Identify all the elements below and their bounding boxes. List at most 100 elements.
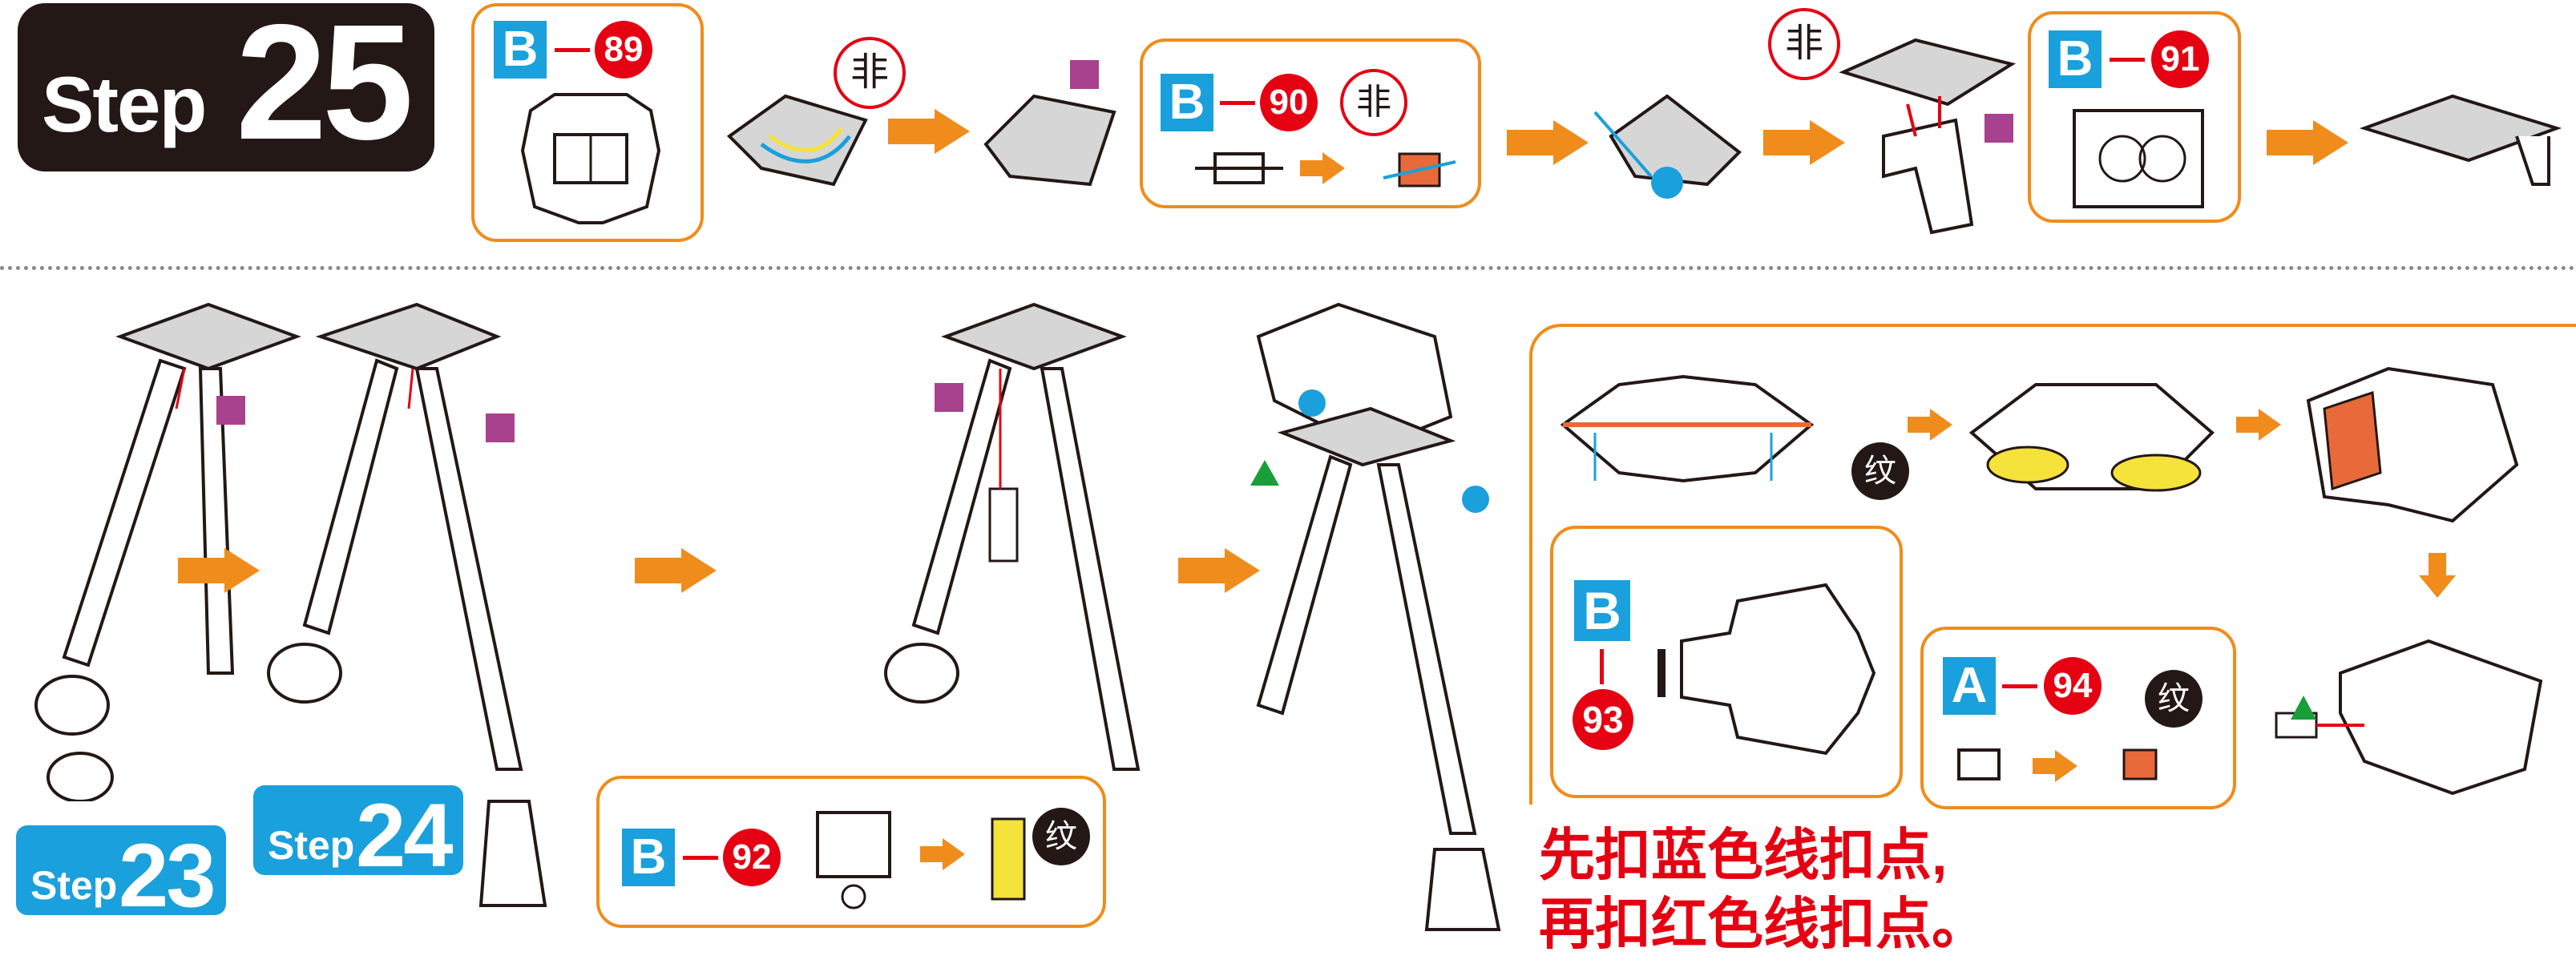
part-number-badge: 94 [2044, 657, 2102, 715]
part-number-badge: 90 [1260, 74, 1318, 131]
model-figure-3 [1593, 94, 1742, 187]
purple-square-marker [216, 396, 245, 425]
flow-arrow-2-head [1553, 120, 1589, 165]
flow-arrow-8-head [1930, 409, 1952, 441]
flow-arrow-4-head [2313, 120, 2348, 165]
part-sheet-letter: B [1574, 580, 1630, 641]
step-tag-word: Step [30, 863, 118, 908]
part-sheet-letter: A [1943, 657, 1996, 715]
part-sheet-letter: B [2049, 30, 2102, 88]
flow-arrow-3-shaft [1763, 130, 1811, 155]
part-number-badge: 89 [595, 21, 652, 79]
flow-arrow-6-shaft [635, 558, 683, 583]
part-92-outline [816, 811, 891, 909]
flow-arrow-8-shaft [1908, 417, 1932, 433]
part-number-badge: 92 [723, 829, 781, 886]
bipod-model-1 [34, 302, 301, 801]
callout-panel-b93: B 93 [1550, 526, 1903, 798]
no-glue-mark: 非 [1340, 69, 1407, 136]
section-divider [0, 266, 2576, 270]
connector-dash [1600, 649, 1604, 684]
instruction-line-1: 先扣蓝色线扣点, [1539, 824, 1948, 886]
flow-arrow-4-shaft [2267, 130, 2315, 155]
part-89-outline [520, 93, 661, 224]
part-94-folded [2122, 748, 2158, 780]
connector-dash [2110, 58, 2145, 62]
model-figure-1 [726, 94, 868, 187]
step-title-badge: Step 25 [18, 0, 434, 174]
step-23-tag: Step 23 [16, 825, 226, 926]
part-93-outline [1657, 583, 1876, 756]
flow-arrow-7-head [1225, 548, 1260, 593]
green-triangle-marker [1250, 460, 1279, 486]
callout-panel-b91: B 91 [2028, 11, 2241, 223]
flow-arrow-9-head [2259, 409, 2281, 441]
blue-dot-marker [1651, 167, 1683, 199]
part-sheet-letter: B [1161, 74, 1213, 131]
part-sheet-letter: B [494, 21, 547, 79]
part-90-assembled [1383, 152, 1456, 188]
step-title-word: Step [42, 60, 207, 148]
step-title-number: 25 [236, 0, 414, 174]
flow-arrow-head [943, 838, 965, 870]
green-triangle-marker [2291, 696, 2316, 720]
saddle-folded-part [1968, 383, 2215, 492]
purple-square-marker [486, 413, 515, 442]
purple-square-marker [1984, 114, 2013, 143]
model-figure-5 [2359, 94, 2562, 186]
saddle-assembled-part [2306, 366, 2519, 523]
part-number-badge: 91 [2151, 30, 2209, 88]
instruction-note: 先扣蓝色线扣点, 再扣红色线扣点。 [1539, 821, 1988, 958]
model-figure-4 [1839, 38, 2017, 235]
flow-arrow-1-shaft [888, 119, 936, 144]
flow-arrow-shaft [1300, 160, 1324, 176]
flow-arrow-head [1322, 152, 1345, 184]
blue-dot-marker [1462, 486, 1489, 513]
callout-panel-b92: B 92 纹 [596, 776, 1106, 928]
connector-dash [2002, 684, 2037, 688]
part-91-outline [2073, 109, 2204, 208]
callout-panel-b90: B 90 非 [1140, 38, 1481, 208]
connector-dash [1220, 101, 1255, 105]
flow-arrow-9-shaft [2236, 417, 2260, 433]
flow-arrow-3-head [1810, 120, 1845, 165]
flow-arrow-shaft [920, 846, 944, 862]
flow-arrow-7-shaft [1178, 558, 1226, 583]
flow-arrow-6-head [681, 548, 717, 593]
saddle-flat-part [1560, 374, 1815, 483]
step-tag-number: 23 [119, 825, 216, 926]
connector-dash [555, 48, 590, 52]
emboss-mark: 纹 [1032, 808, 1090, 865]
step-24-tag: Step 24 [253, 785, 463, 885]
flow-arrow-head [2055, 750, 2077, 782]
instruction-line-2: 再扣红色线扣点。 [1539, 893, 1988, 955]
part-sheet-letter: B [622, 829, 675, 886]
flow-arrow-shaft [2033, 758, 2057, 774]
flow-arrow-5-head [224, 548, 260, 593]
detail-frame [1529, 324, 2576, 805]
purple-square-marker [935, 383, 963, 412]
blue-dot-marker [1298, 389, 1326, 417]
part-number-badge: 93 [1573, 689, 1633, 750]
flow-arrow-5-shaft [178, 558, 226, 583]
flow-arrow-2-shaft [1507, 130, 1555, 155]
bipod-model-2 [267, 302, 547, 907]
no-glue-mark: 非 [834, 37, 906, 109]
step-tag-number: 24 [356, 785, 454, 885]
bipod-model-3 [884, 302, 1141, 771]
purple-square-marker [1070, 60, 1099, 89]
flow-arrow-10-head [2419, 575, 2456, 598]
flow-arrow-1-head [935, 109, 970, 154]
flow-arrow-10-shaft [2429, 553, 2446, 577]
emboss-mark: 纹 [2145, 670, 2203, 728]
callout-panel-a94: A 94 纹 [1920, 627, 2236, 809]
bipod-model-4 [1256, 302, 1501, 931]
saddle-final-part [2275, 639, 2543, 796]
connector-dash [683, 856, 718, 860]
step-tag-word: Step [268, 823, 355, 868]
emboss-mark: 纹 [1851, 442, 1909, 500]
no-glue-mark: 非 [1768, 8, 1840, 80]
callout-panel-b89: B 89 [471, 3, 704, 242]
part-90-outline [1195, 152, 1283, 184]
part-92-rolled [991, 817, 1026, 901]
